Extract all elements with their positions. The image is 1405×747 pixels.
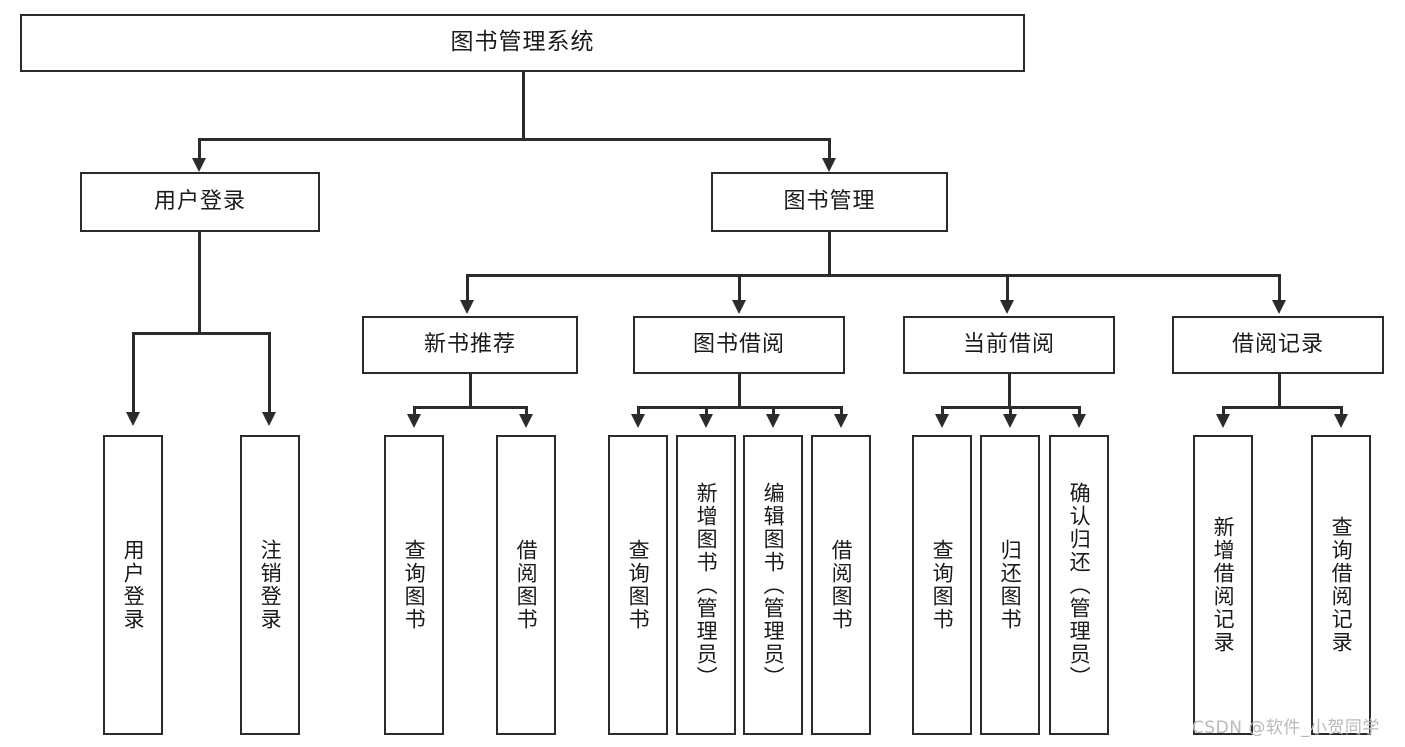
leaf-add-borrow-record[interactable]: 新增借阅记录 — [1193, 435, 1253, 735]
connector-user-login-bus — [132, 332, 268, 335]
arrowhead-to-book-management — [822, 158, 836, 172]
connector-borrow-record-to-query — [1340, 406, 1343, 416]
connector-to-book-borrow — [738, 274, 741, 302]
arrowhead-current-borrow-return — [1003, 414, 1017, 428]
connector-book-management-stem — [828, 232, 831, 276]
arrowhead-current-borrow-query — [935, 414, 949, 428]
leaf-label: 注销登录 — [258, 539, 283, 631]
connector-to-current-borrow — [1006, 274, 1009, 302]
connector-new-book-bus — [413, 406, 525, 409]
leaf-query-borrow-record[interactable]: 查询借阅记录 — [1311, 435, 1371, 735]
connector-borrow-record-stem — [1278, 374, 1281, 408]
node-borrow-record[interactable]: 借阅记录 — [1172, 316, 1384, 374]
connector-root-stem — [522, 72, 525, 140]
arrowhead-book-borrow-edit — [766, 414, 780, 428]
leaf-borrow-book-recommend[interactable]: 借阅图书 — [496, 435, 556, 735]
arrowhead-borrow-record-add — [1216, 414, 1230, 428]
connector-user-login-stem — [198, 232, 201, 334]
connector-root-bus — [198, 138, 830, 141]
node-label: 当前借阅 — [962, 331, 1055, 357]
connector-book-borrow-to-edit — [772, 406, 775, 416]
connector-book-borrow-to-borrow — [840, 406, 843, 416]
arrowhead-to-book-borrow — [732, 300, 746, 314]
connector-book-borrow-bus — [637, 406, 840, 409]
arrowhead-to-logout-leaf — [262, 412, 276, 426]
connector-user-login-to-logout — [268, 332, 271, 414]
arrowhead-to-current-borrow — [1000, 300, 1014, 314]
leaf-label: 借阅图书 — [514, 539, 539, 631]
node-new-book-recommend[interactable]: 新书推荐 — [362, 316, 578, 374]
arrowhead-to-login-leaf — [126, 412, 140, 426]
connector-to-borrow-record — [1278, 274, 1281, 302]
arrowhead-to-borrow-record — [1272, 300, 1286, 314]
leaf-label: 查询借阅记录 — [1329, 516, 1354, 654]
leaf-label: 归还图书 — [998, 539, 1023, 631]
leaf-label: 编辑图书（管理员） — [761, 481, 786, 689]
arrowhead-borrow-record-query — [1334, 414, 1348, 428]
connector-current-borrow-stem — [1008, 374, 1011, 408]
node-label: 图书管理 — [783, 188, 876, 214]
arrowhead-book-borrow-query — [631, 414, 645, 428]
leaf-label: 确认归还（管理员） — [1067, 481, 1092, 689]
leaf-label: 新增图书（管理员） — [694, 481, 719, 689]
leaf-label: 借阅图书 — [829, 539, 854, 631]
node-user-login[interactable]: 用户登录 — [80, 172, 320, 232]
leaf-confirm-return-admin[interactable]: 确认归还（管理员） — [1049, 435, 1109, 735]
connector-book-borrow-to-add — [705, 406, 708, 416]
connector-current-borrow-to-confirm — [1078, 406, 1081, 416]
connector-current-borrow-to-query — [941, 406, 944, 416]
connector-current-borrow-to-return — [1009, 406, 1012, 416]
node-label: 借阅记录 — [1231, 331, 1324, 357]
leaf-add-book-admin[interactable]: 新增图书（管理员） — [676, 435, 736, 735]
connector-book-borrow-to-query — [637, 406, 640, 416]
arrowhead-book-borrow-add — [699, 414, 713, 428]
leaf-logout[interactable]: 注销登录 — [240, 435, 300, 735]
arrowhead-new-book-borrow — [519, 414, 533, 428]
node-label: 图书管理系统 — [450, 29, 595, 56]
leaf-return-book[interactable]: 归还图书 — [980, 435, 1040, 735]
leaf-query-book-current[interactable]: 查询图书 — [912, 435, 972, 735]
leaf-label: 新增借阅记录 — [1211, 516, 1236, 654]
leaf-label: 查询图书 — [402, 539, 427, 631]
node-book-management[interactable]: 图书管理 — [711, 172, 948, 232]
leaf-query-book-recommend[interactable]: 查询图书 — [384, 435, 444, 735]
connector-level3-bus — [466, 274, 1278, 277]
leaf-label: 查询图书 — [930, 539, 955, 631]
node-current-borrow[interactable]: 当前借阅 — [903, 316, 1115, 374]
node-root-book-management-system[interactable]: 图书管理系统 — [20, 14, 1025, 72]
node-label: 图书借阅 — [692, 331, 785, 357]
node-label: 用户登录 — [153, 188, 246, 214]
arrowhead-book-borrow-borrow — [834, 414, 848, 428]
connector-new-book-to-query — [413, 406, 416, 416]
arrowhead-to-new-book-recommend — [460, 300, 474, 314]
leaf-borrow-book[interactable]: 借阅图书 — [811, 435, 871, 735]
connector-root-to-book-management — [828, 138, 831, 160]
leaf-query-book-borrow[interactable]: 查询图书 — [608, 435, 668, 735]
arrowhead-new-book-query — [407, 414, 421, 428]
leaf-edit-book-admin[interactable]: 编辑图书（管理员） — [743, 435, 803, 735]
connector-root-to-user-login — [198, 138, 201, 160]
connector-borrow-record-bus — [1222, 406, 1340, 409]
connector-book-borrow-stem — [738, 374, 741, 408]
connector-new-book-stem — [469, 374, 472, 408]
connector-new-book-to-borrow — [525, 406, 528, 416]
node-label: 新书推荐 — [423, 331, 516, 357]
connector-user-login-to-login — [132, 332, 135, 414]
node-book-borrow[interactable]: 图书借阅 — [633, 316, 845, 374]
leaf-user-login[interactable]: 用户登录 — [103, 435, 163, 735]
connector-borrow-record-to-add — [1222, 406, 1225, 416]
leaf-label: 查询图书 — [626, 539, 651, 631]
arrowhead-to-user-login — [192, 158, 206, 172]
leaf-label: 用户登录 — [121, 539, 146, 631]
arrowhead-current-borrow-confirm — [1072, 414, 1086, 428]
connector-to-new-book-recommend — [466, 274, 469, 302]
